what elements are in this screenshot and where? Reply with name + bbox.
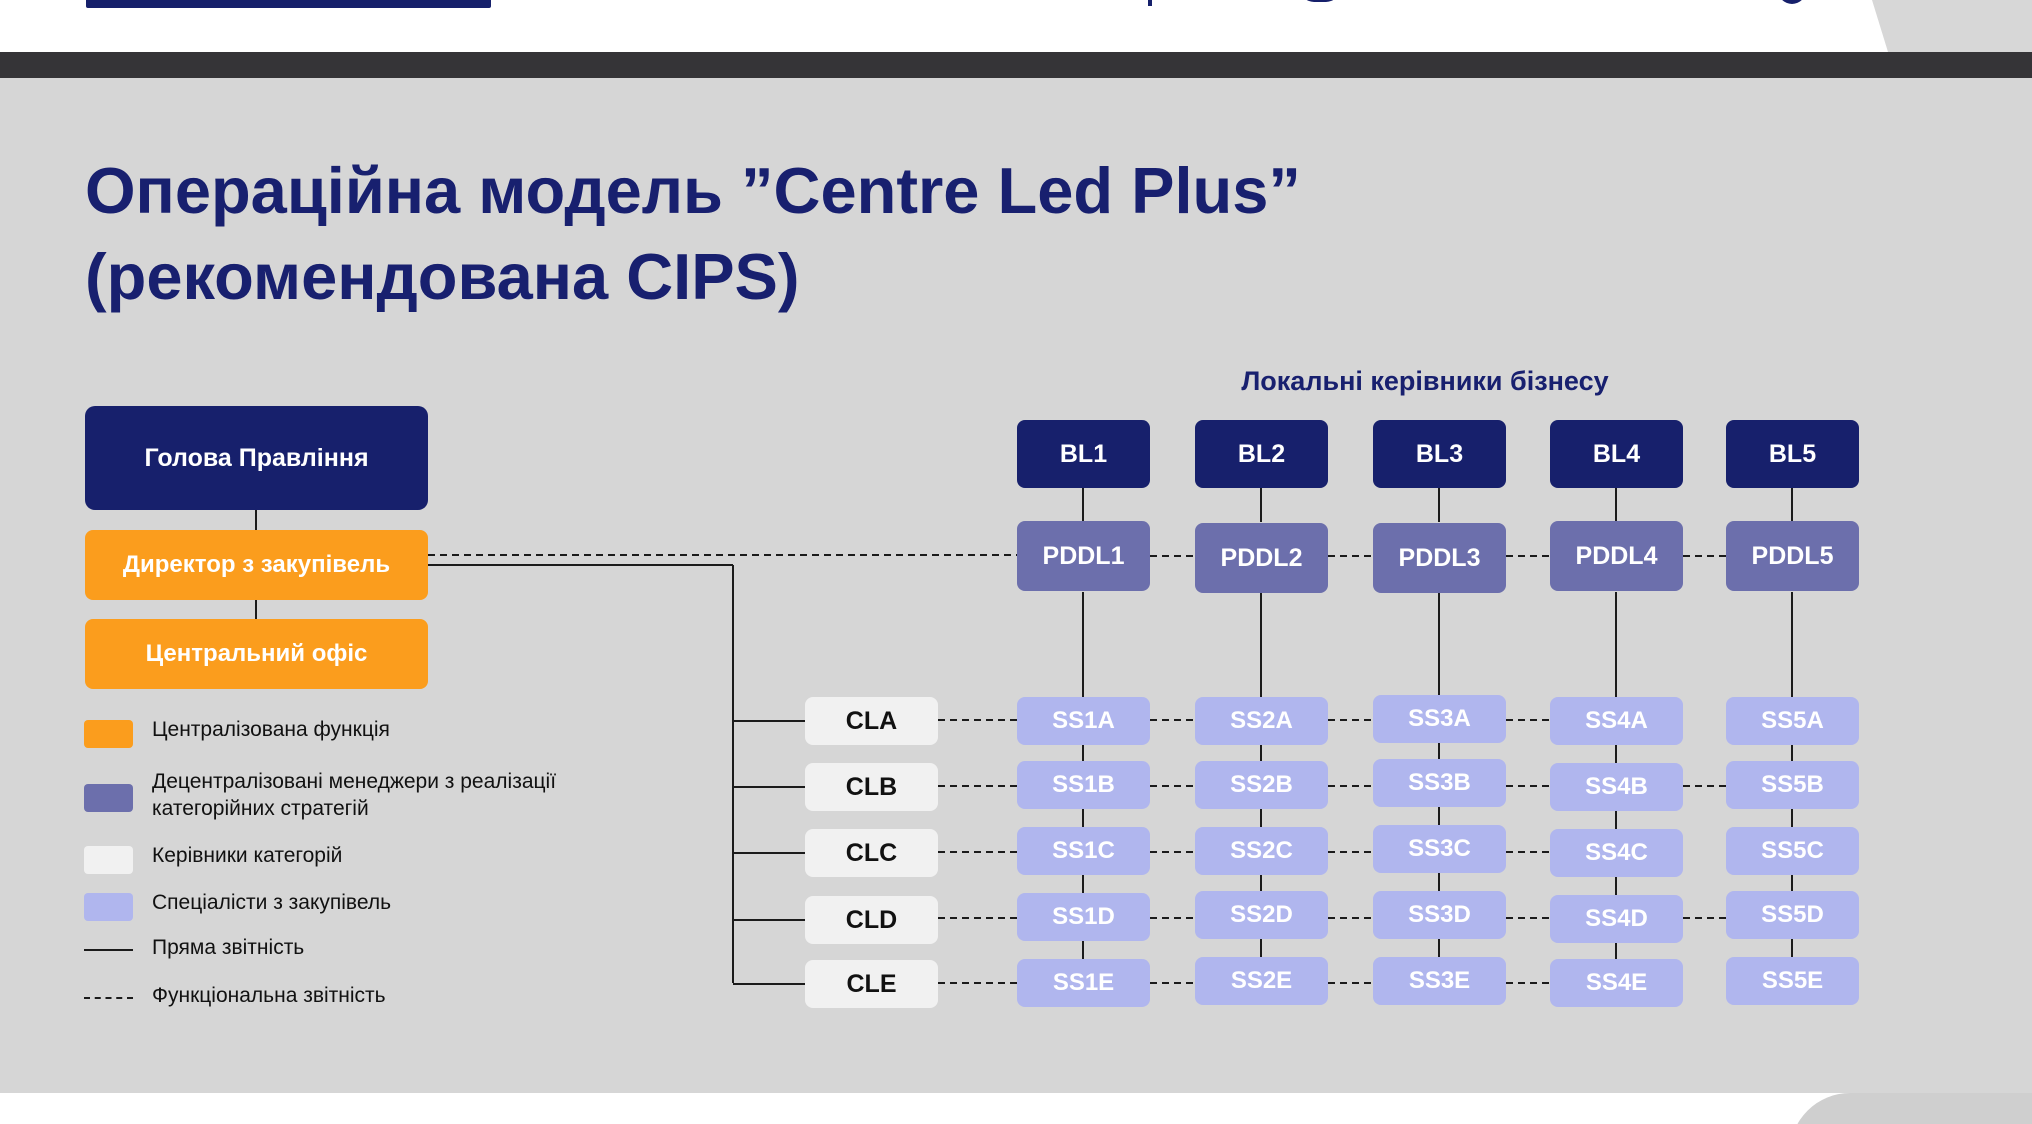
category-lead-box: CLC xyxy=(805,829,938,877)
legend-swatch-decentralized xyxy=(84,784,133,812)
header-text-fragment xyxy=(1148,0,1174,6)
head-of-board-box: Голова Правління xyxy=(85,406,428,510)
legend-label-category-leads: Керівники категорій xyxy=(152,844,343,867)
specialist-box: SS1E xyxy=(1017,959,1150,1007)
category-lead-box: CLE xyxy=(805,960,938,1008)
central-office-box: Центральний офіс xyxy=(85,619,428,689)
specialist-box: SS2C xyxy=(1195,827,1328,875)
pddl-box: PDDL2 xyxy=(1195,523,1328,593)
specialist-box: SS3A xyxy=(1373,695,1506,743)
specialist-box: SS2E xyxy=(1195,957,1328,1005)
specialist-box: SS5C xyxy=(1726,827,1859,875)
legend-swatch-category-leads xyxy=(84,846,133,874)
specialist-box: SS4B xyxy=(1550,763,1683,811)
legend-swatch-specialists xyxy=(84,893,133,921)
specialist-box: SS1C xyxy=(1017,827,1150,875)
legend-label-decentralized: Децентралізовані менеджери з реалізації … xyxy=(152,768,556,822)
header-corner-decoration xyxy=(1872,0,2032,52)
specialist-box: SS5B xyxy=(1726,761,1859,809)
specialist-box: SS4D xyxy=(1550,895,1683,943)
specialist-box: SS3C xyxy=(1373,825,1506,873)
specialist-box: SS4E xyxy=(1550,959,1683,1007)
specialist-box: SS4A xyxy=(1550,697,1683,745)
top-header-strip xyxy=(0,0,2032,52)
legend-label-decentralized-line-2: категорійних стратегій xyxy=(152,797,369,820)
specialist-box: SS2B xyxy=(1195,761,1328,809)
bl-box: BL4 xyxy=(1550,420,1683,488)
bl-box: BL3 xyxy=(1373,420,1506,488)
bl-box: BL1 xyxy=(1017,420,1150,488)
legend-line-direct xyxy=(84,949,133,951)
bl-box: BL2 xyxy=(1195,420,1328,488)
specialist-box: SS5D xyxy=(1726,891,1859,939)
legend-swatch-centralized xyxy=(84,720,133,748)
legend-label-specialists: Спеціалісти з закупівель xyxy=(152,891,392,914)
header-title-fragment xyxy=(86,0,491,8)
category-lead-box: CLD xyxy=(805,896,938,944)
header-divider-bar xyxy=(0,52,2032,78)
business-leaders-header: Локальні керівники бізнесу xyxy=(1241,366,1609,396)
specialist-box: SS1B xyxy=(1017,761,1150,809)
specialist-box: SS2A xyxy=(1195,697,1328,745)
specialist-box: SS2D xyxy=(1195,891,1328,939)
pddl-box: PDDL4 xyxy=(1550,521,1683,591)
legend-label-functional: Функціональна звітність xyxy=(152,984,386,1007)
pddl-box: PDDL1 xyxy=(1017,521,1150,591)
slide-title: Операційна модель ”Centre Led Plus” (рек… xyxy=(85,148,1585,320)
slide-title-line-2: (рекомендована CIPS) xyxy=(85,240,800,313)
legend-label-direct: Пряма звітність xyxy=(152,936,305,959)
legend-line-functional xyxy=(84,997,133,999)
bottom-corner-decoration xyxy=(1790,1093,2032,1124)
specialist-box: SS1A xyxy=(1017,697,1150,745)
specialist-box: SS3B xyxy=(1373,759,1506,807)
specialist-box: SS4C xyxy=(1550,829,1683,877)
specialist-box: SS5E xyxy=(1726,957,1859,1005)
legend-label-decentralized-line-1: Децентралізовані менеджери з реалізації xyxy=(152,770,557,793)
procurement-director-box: Директор з закупівель xyxy=(85,530,428,600)
specialist-box: SS3D xyxy=(1373,891,1506,939)
specialist-box: SS1D xyxy=(1017,893,1150,941)
specialist-box: SS5A xyxy=(1726,697,1859,745)
slide-title-line-1: Операційна модель ”Centre Led Plus” xyxy=(85,154,1301,227)
pddl-box: PDDL5 xyxy=(1726,521,1859,591)
header-text-fragment xyxy=(1778,0,1806,4)
legend-label-centralized: Централізована функція xyxy=(152,718,390,741)
bottom-strip xyxy=(0,1093,2032,1124)
bl-box: BL5 xyxy=(1726,420,1859,488)
header-text-fragment xyxy=(1300,0,1340,2)
category-lead-box: CLB xyxy=(805,763,938,811)
specialist-box: SS3E xyxy=(1373,957,1506,1005)
pddl-box: PDDL3 xyxy=(1373,523,1506,593)
category-lead-box: CLA xyxy=(805,697,938,745)
